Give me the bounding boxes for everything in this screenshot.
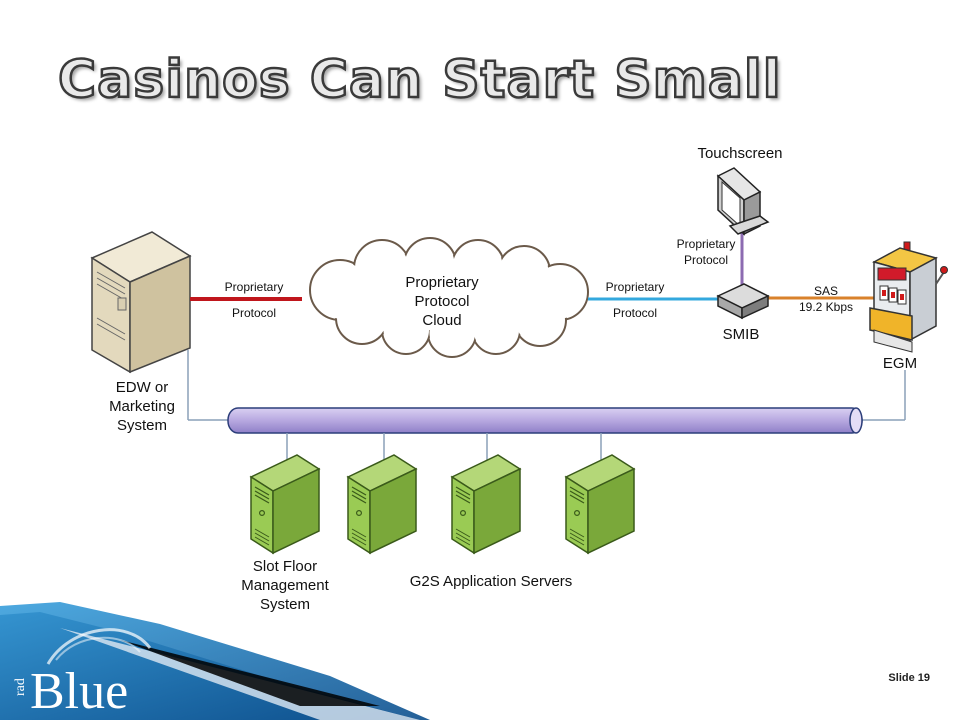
edw-cloud-label-2: Protocol xyxy=(232,306,276,320)
smib-device-icon xyxy=(716,283,770,320)
network-bus xyxy=(187,350,906,460)
slot-floor-label-2: Management xyxy=(241,577,329,594)
cloud-label-1: Proprietary xyxy=(405,274,479,291)
egm-slot-machine-icon xyxy=(869,241,948,353)
touchscreen-label: Touchscreen xyxy=(697,145,782,162)
slide-number: Slide 19 xyxy=(888,672,930,684)
logo-small-text: rad xyxy=(13,678,28,696)
g2s-server-icon-3 xyxy=(565,454,635,554)
slot-floor-label-3: System xyxy=(260,596,310,613)
cloud-smib-label-2: Protocol xyxy=(613,306,657,320)
radblue-logo: rad Blue xyxy=(13,628,152,720)
smib-touchscreen-label-2: Protocol xyxy=(684,253,728,267)
slot-floor-label-1: Slot Floor xyxy=(253,558,317,575)
smib-label: SMIB xyxy=(723,326,760,343)
logo-large-text: Blue xyxy=(30,663,128,720)
edw-cloud-label-1: Proprietary xyxy=(225,280,284,294)
cloud-label-2: Protocol xyxy=(414,293,469,310)
edw-label-3: System xyxy=(117,417,167,434)
corner-decoration xyxy=(0,602,430,720)
smib-egm-label-1: SAS xyxy=(814,284,838,298)
edw-label-2: Marketing xyxy=(109,398,175,415)
g2s-server-icon-2 xyxy=(451,454,521,554)
g2s-server-icon-1 xyxy=(347,454,417,554)
smib-egm-label-2: 19.2 Kbps xyxy=(799,300,853,314)
cloud-label-3: Cloud xyxy=(422,312,461,329)
cloud-smib-label-1: Proprietary xyxy=(606,280,665,294)
smib-touchscreen-label-1: Proprietary xyxy=(677,237,736,251)
edw-server-icon xyxy=(90,231,192,374)
slot-floor-server-icon xyxy=(250,454,320,554)
touchscreen-monitor-icon xyxy=(716,167,770,236)
egm-label: EGM xyxy=(883,355,917,372)
edw-label-1: EDW or xyxy=(116,379,169,396)
protocol-cloud-icon xyxy=(309,237,589,358)
page-title: Casinos Can Start Small xyxy=(57,49,782,112)
g2s-servers-label: G2S Application Servers xyxy=(410,573,573,590)
